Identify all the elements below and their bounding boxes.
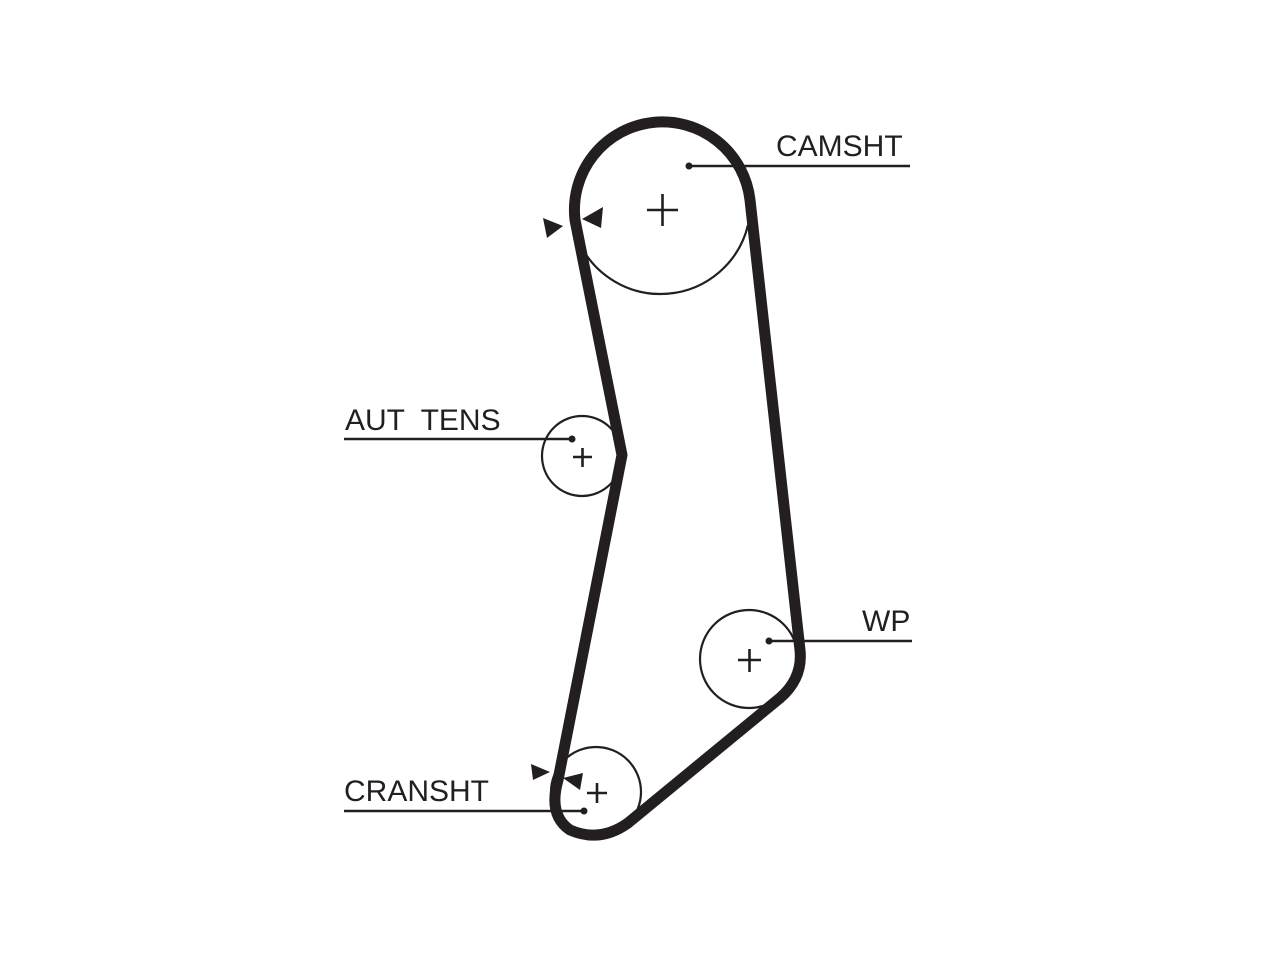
crankshaft-leader-dot	[580, 807, 588, 815]
camshaft-pulley-rim	[576, 224, 750, 296]
camshaft-pulley	[576, 194, 750, 296]
crankshaft-timing-mark	[531, 764, 583, 790]
water-pump-pulley-rim	[698, 608, 800, 710]
camshaft-timing-arrow-inner	[582, 207, 603, 228]
water-pump-pulley	[698, 608, 800, 710]
camshaft-timing-arrow-outer	[543, 218, 563, 238]
tensioner-label: AUT TENS	[345, 404, 501, 437]
camshaft-timing-mark	[543, 207, 603, 238]
crankshaft-timing-arrow-outer	[531, 764, 550, 780]
crankshaft-leader	[344, 807, 588, 815]
camshaft-leader	[685, 162, 910, 170]
crankshaft-pulley-rim	[549, 745, 643, 839]
water-pump-leader	[765, 637, 912, 645]
camshaft-label: CAMSHT	[776, 130, 903, 163]
water-pump-leader-dot	[765, 637, 773, 645]
crankshaft-pulley	[549, 745, 643, 839]
tensioner-pulley-rim	[540, 414, 624, 498]
tensioner-pulley	[540, 414, 624, 498]
water-pump-label: WP	[862, 605, 910, 638]
crankshaft-timing-arrow-inner	[563, 773, 583, 790]
tensioner-leader	[344, 435, 576, 443]
crankshaft-label: CRANSHT	[344, 775, 489, 808]
camshaft-leader-dot	[685, 162, 693, 170]
tensioner-leader-dot	[568, 435, 576, 443]
timing-belt	[549, 116, 806, 841]
